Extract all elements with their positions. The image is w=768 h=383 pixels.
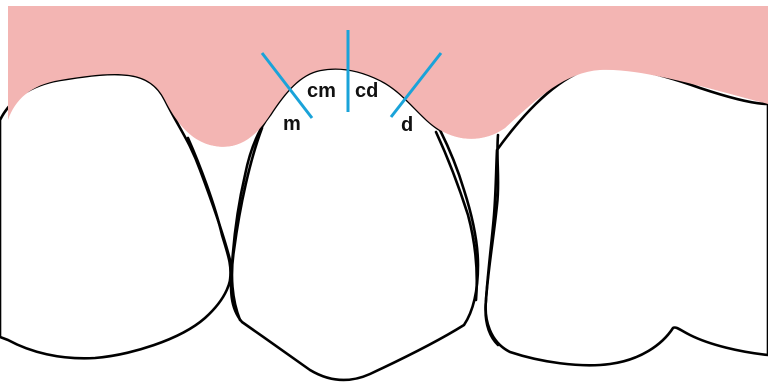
label-cd: cd [355,80,378,102]
label-d: d [401,114,413,136]
label-m: m [283,113,301,135]
right-tooth [486,68,768,366]
label-cm: cm [307,80,336,102]
